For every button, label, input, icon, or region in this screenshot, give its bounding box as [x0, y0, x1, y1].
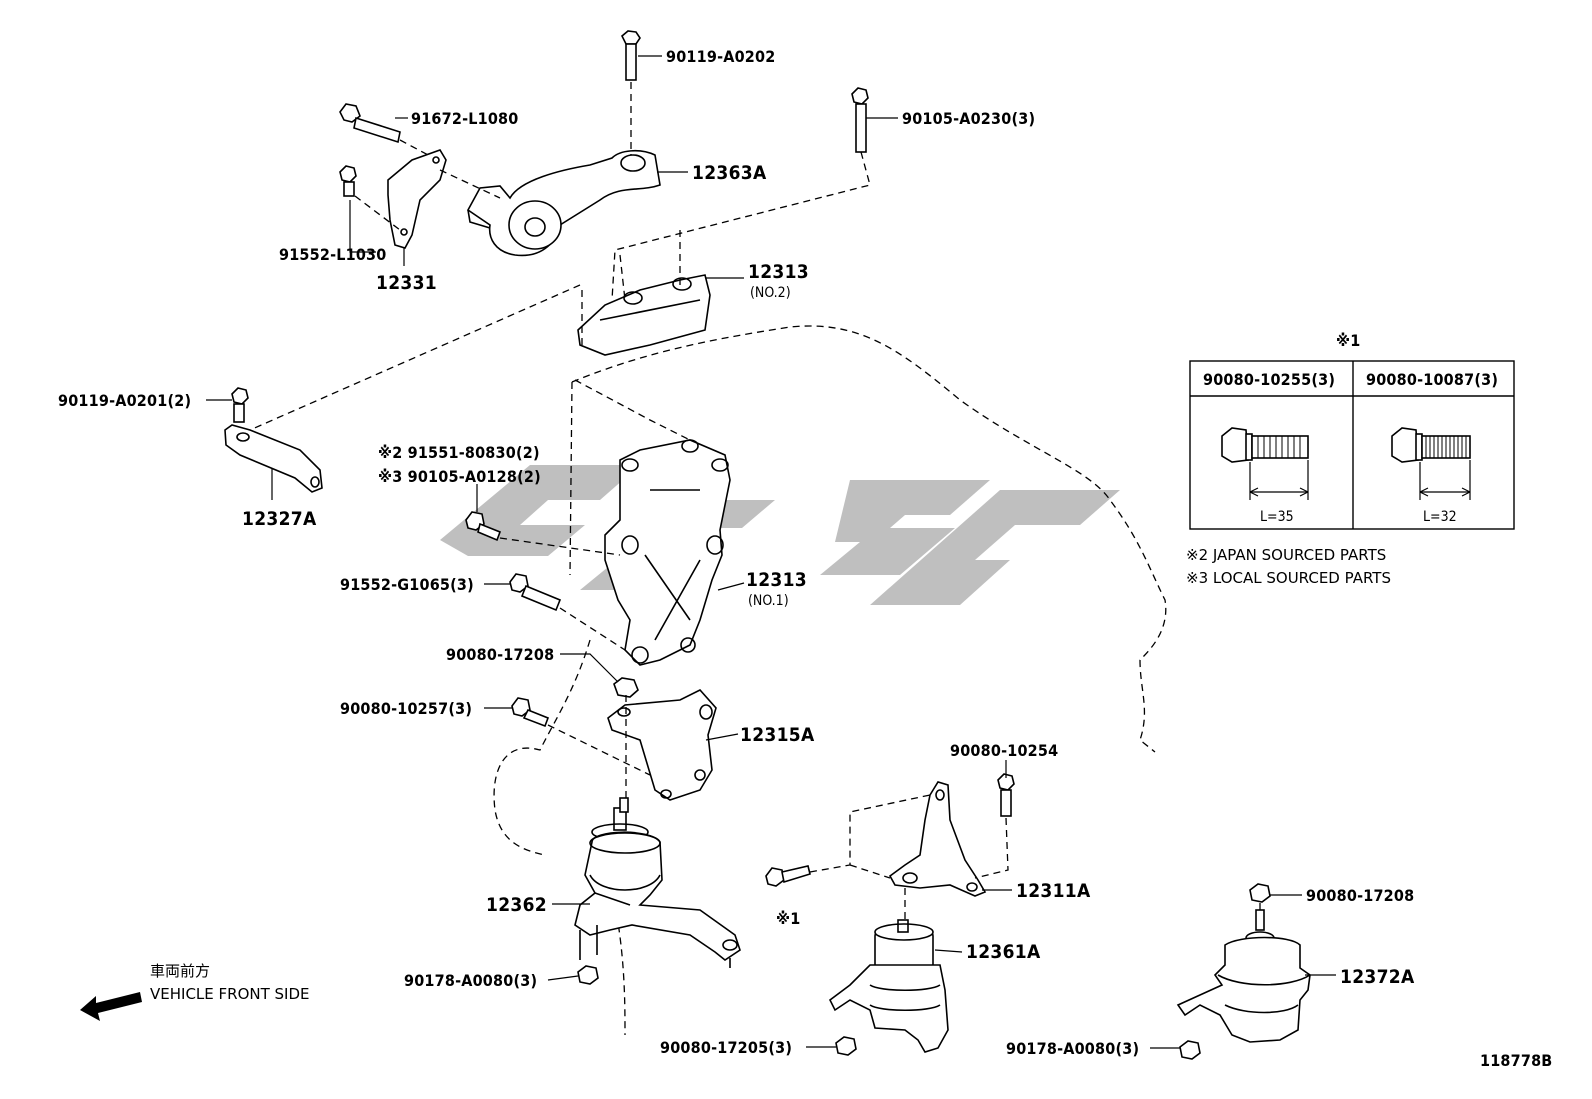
label-90080-10257: 90080-10257(3) [340, 699, 472, 718]
bolt-90119-A0202 [621, 30, 641, 81]
label-91672-L1080: 91672-L1080 [411, 109, 519, 128]
table-col2-header: 90080-10087(3) [1366, 370, 1498, 389]
bolt-90080-10257 [511, 697, 550, 728]
bolt-note1 [765, 865, 811, 887]
label-91551-80830: ※2 91551-80830(2) [378, 443, 540, 462]
front-arrow-icon [80, 992, 142, 1021]
label-12361A: 12361A [966, 941, 1041, 963]
nut-90080-17208-a [613, 677, 639, 698]
bolt-91551-80830 [465, 511, 502, 542]
table-col2-length: L=32 [1423, 509, 1457, 525]
label-90105-A0128: ※3 90105-A0128(2) [378, 467, 541, 486]
bolt-10087-icon [1391, 427, 1471, 500]
label-90105-A0230: 90105-A0230(3) [902, 109, 1035, 128]
direction-english: VEHICLE FRONT SIDE [150, 985, 310, 1003]
bolt-90119-A0201 [231, 387, 249, 423]
nut-90080-17208-b [1249, 883, 1271, 903]
bolt-91552-L1030 [339, 165, 357, 197]
label-90178-A0080-a: 90178-A0080(3) [404, 971, 537, 990]
nut-90178-A0080-a [577, 965, 599, 985]
label-90119-A0202: 90119-A0202 [666, 47, 775, 66]
label-90119-A0201: 90119-A0201(2) [58, 391, 191, 410]
label-12315A: 12315A [740, 724, 815, 746]
engine-outline [493, 325, 1167, 1036]
direction-japanese: 車両前方 [150, 962, 210, 980]
label-91552-G1065: 91552-G1065(3) [340, 575, 474, 594]
bolt-90105-A0230 [851, 87, 869, 153]
label-90178-A0080-b: 90178-A0080(3) [1006, 1039, 1139, 1058]
label-12362: 12362 [486, 894, 547, 916]
stud-12362-top [619, 797, 629, 813]
part-12327A [224, 424, 323, 493]
note-japan-sourced: ※2 JAPAN SOURCED PARTS [1186, 546, 1386, 564]
label-12313-no2-sub: (NO.2) [750, 285, 791, 301]
table-col1-header: 90080-10255(3) [1203, 370, 1335, 389]
part-12363A [466, 149, 661, 257]
bolt-spec-table: ※1 90080-10255(3) 90080-10087(3) L=35 L=… [1189, 331, 1515, 530]
bolt-10255-icon [1221, 427, 1309, 500]
table-col1-length: L=35 [1260, 509, 1294, 525]
part-12311A [888, 781, 987, 897]
label-12313-no2: 12313 [748, 261, 809, 283]
figure-id: 118778B [1480, 1051, 1552, 1070]
label-12327A: 12327A [242, 508, 317, 530]
label-90080-17208-a: 90080-17208 [446, 645, 554, 664]
leader-lines [206, 55, 1336, 1049]
label-90080-17205: 90080-17205(3) [660, 1038, 792, 1057]
label-90080-17208-b: 90080-17208 [1306, 886, 1414, 905]
label-90080-10254: 90080-10254 [950, 741, 1058, 760]
part-12372A [1176, 909, 1311, 1043]
assembly-dashes [249, 82, 1261, 920]
label-12313-no1: 12313 [746, 569, 807, 591]
nut-90178-A0080-b [1179, 1040, 1201, 1060]
label-12311A: 12311A [1016, 880, 1091, 902]
nut-90080-17205 [835, 1036, 857, 1056]
table-marker: ※1 [1336, 331, 1360, 350]
label-12363A: 12363A [692, 162, 767, 184]
bolt-90080-10254 [997, 773, 1015, 817]
label-91552-L1030: 91552-L1030 [279, 245, 387, 264]
source-notes: ※2 JAPAN SOURCED PARTS ※3 LOCAL SOURCED … [1186, 546, 1391, 587]
vehicle-direction: 車両前方 VEHICLE FRONT SIDE [80, 962, 310, 1021]
part-labels: 90119-A0202 91672-L1080 90105-A0230(3) 1… [58, 47, 1415, 1058]
label-12372A: 12372A [1340, 966, 1415, 988]
part-12362 [574, 807, 741, 968]
part-12361A [828, 919, 949, 1053]
part-12313-no2 [577, 274, 711, 356]
part-12331 [387, 149, 447, 249]
label-12313-no1-sub: (NO.1) [748, 593, 789, 609]
label-12331: 12331 [376, 272, 437, 294]
label-note1-bolt: ※1 [776, 909, 800, 928]
bolt-91672-L1080 [339, 103, 401, 144]
part-12315A [607, 689, 717, 801]
note-local-sourced: ※3 LOCAL SOURCED PARTS [1186, 569, 1391, 587]
part-12313-no1 [604, 439, 731, 666]
bolt-91552-G1065 [509, 573, 562, 612]
